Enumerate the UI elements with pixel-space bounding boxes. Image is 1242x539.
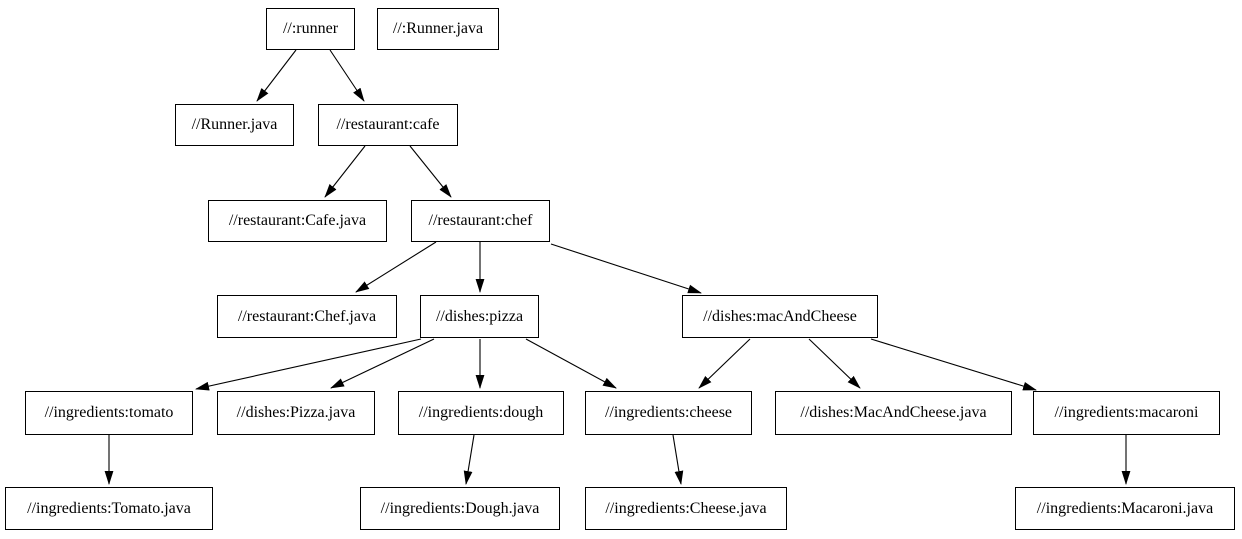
edge-cafe-to-cafe_java bbox=[324, 145, 366, 198]
edge-pizza-to-pizza_java bbox=[330, 338, 435, 389]
graph-node-cafe_java: //restaurant:Cafe.java bbox=[208, 200, 387, 242]
graph-node-macaroni: //ingredients:macaroni bbox=[1033, 391, 1220, 435]
graph-node-chef_java: //restaurant:Chef.java bbox=[217, 295, 397, 338]
graph-node-label: //ingredients:Dough.java bbox=[380, 499, 540, 517]
graph-node-chef: //restaurant:chef bbox=[411, 200, 550, 242]
edge-mac_and_cheese-to-cheese bbox=[698, 338, 751, 389]
graph-node-label: //ingredients:cheese bbox=[604, 404, 733, 421]
graph-node-label: //:Runner.java bbox=[392, 20, 484, 37]
graph-node-label: //ingredients:dough bbox=[418, 404, 544, 421]
edge-cafe-to-chef bbox=[409, 145, 452, 198]
graph-node-label: //restaurant:Cafe.java bbox=[228, 212, 367, 229]
edge-mac_and_cheese-to-mac_and_cheese_java bbox=[808, 338, 861, 389]
graph-node-runner: //:runner bbox=[266, 8, 355, 50]
graph-node-label: //restaurant:cafe bbox=[336, 116, 440, 133]
graph-node-dough_java: //ingredients:Dough.java bbox=[360, 487, 560, 530]
edge-mac_and_cheese-to-macaroni bbox=[870, 338, 1037, 391]
edge-pizza-to-cheese bbox=[525, 338, 617, 389]
graph-node-mac_and_cheese_java: //dishes:MacAndCheese.java bbox=[775, 391, 1012, 435]
graph-node-label: //dishes:pizza bbox=[435, 307, 524, 325]
graph-node-dough: //ingredients:dough bbox=[398, 391, 564, 435]
edge-chef-to-mac_and_cheese bbox=[550, 243, 702, 294]
graph-node-pizza: //dishes:pizza bbox=[420, 295, 539, 338]
graph-node-tomato_java: //ingredients:Tomato.java bbox=[5, 487, 213, 530]
edge-runner-to-cafe bbox=[329, 49, 365, 102]
edge-cheese-to-cheese_java bbox=[672, 434, 684, 485]
graph-node-label: //ingredients:Tomato.java bbox=[27, 499, 191, 517]
edge-runner-to-runner_java bbox=[256, 49, 297, 102]
graph-node-label: //ingredients:Cheese.java bbox=[605, 499, 767, 517]
graph-node-pizza_java: //dishes:Pizza.java bbox=[217, 391, 375, 435]
edge-chef-to-chef_java bbox=[355, 241, 437, 293]
graph-node-label: //ingredients:macaroni bbox=[1054, 404, 1199, 421]
graph-node-cafe: //restaurant:cafe bbox=[318, 104, 458, 146]
graph-node-macaroni_java: //ingredients:Macaroni.java bbox=[1015, 487, 1235, 530]
graph-node-label: //dishes:MacAndCheese.java bbox=[800, 404, 987, 421]
graph-node-tomato: //ingredients:tomato bbox=[25, 391, 193, 435]
graph-node-label: //ingredients:Macaroni.java bbox=[1036, 499, 1214, 517]
graph-node-label: //restaurant:Chef.java bbox=[237, 307, 377, 325]
graph-node-runner_java: //Runner.java bbox=[175, 104, 294, 146]
graph-node-label: //dishes:macAndCheese bbox=[703, 307, 857, 325]
edge-pizza-to-tomato bbox=[195, 338, 422, 391]
graph-node-label: //ingredients:tomato bbox=[44, 404, 174, 421]
graph-node-mac_and_cheese: //dishes:macAndCheese bbox=[682, 295, 878, 338]
graph-node-cheese_java: //ingredients:Cheese.java bbox=[585, 487, 787, 530]
graph-node-cheese: //ingredients:cheese bbox=[585, 391, 752, 435]
graph-node-label: //dishes:Pizza.java bbox=[236, 404, 356, 421]
graph-node-label: //Runner.java bbox=[191, 116, 278, 133]
edge-dough-to-dough_java bbox=[463, 434, 475, 485]
graph-node-label: //:runner bbox=[282, 20, 339, 37]
graph-node-runner_java_root: //:Runner.java bbox=[377, 8, 499, 50]
graph-node-label: //restaurant:chef bbox=[428, 212, 533, 229]
